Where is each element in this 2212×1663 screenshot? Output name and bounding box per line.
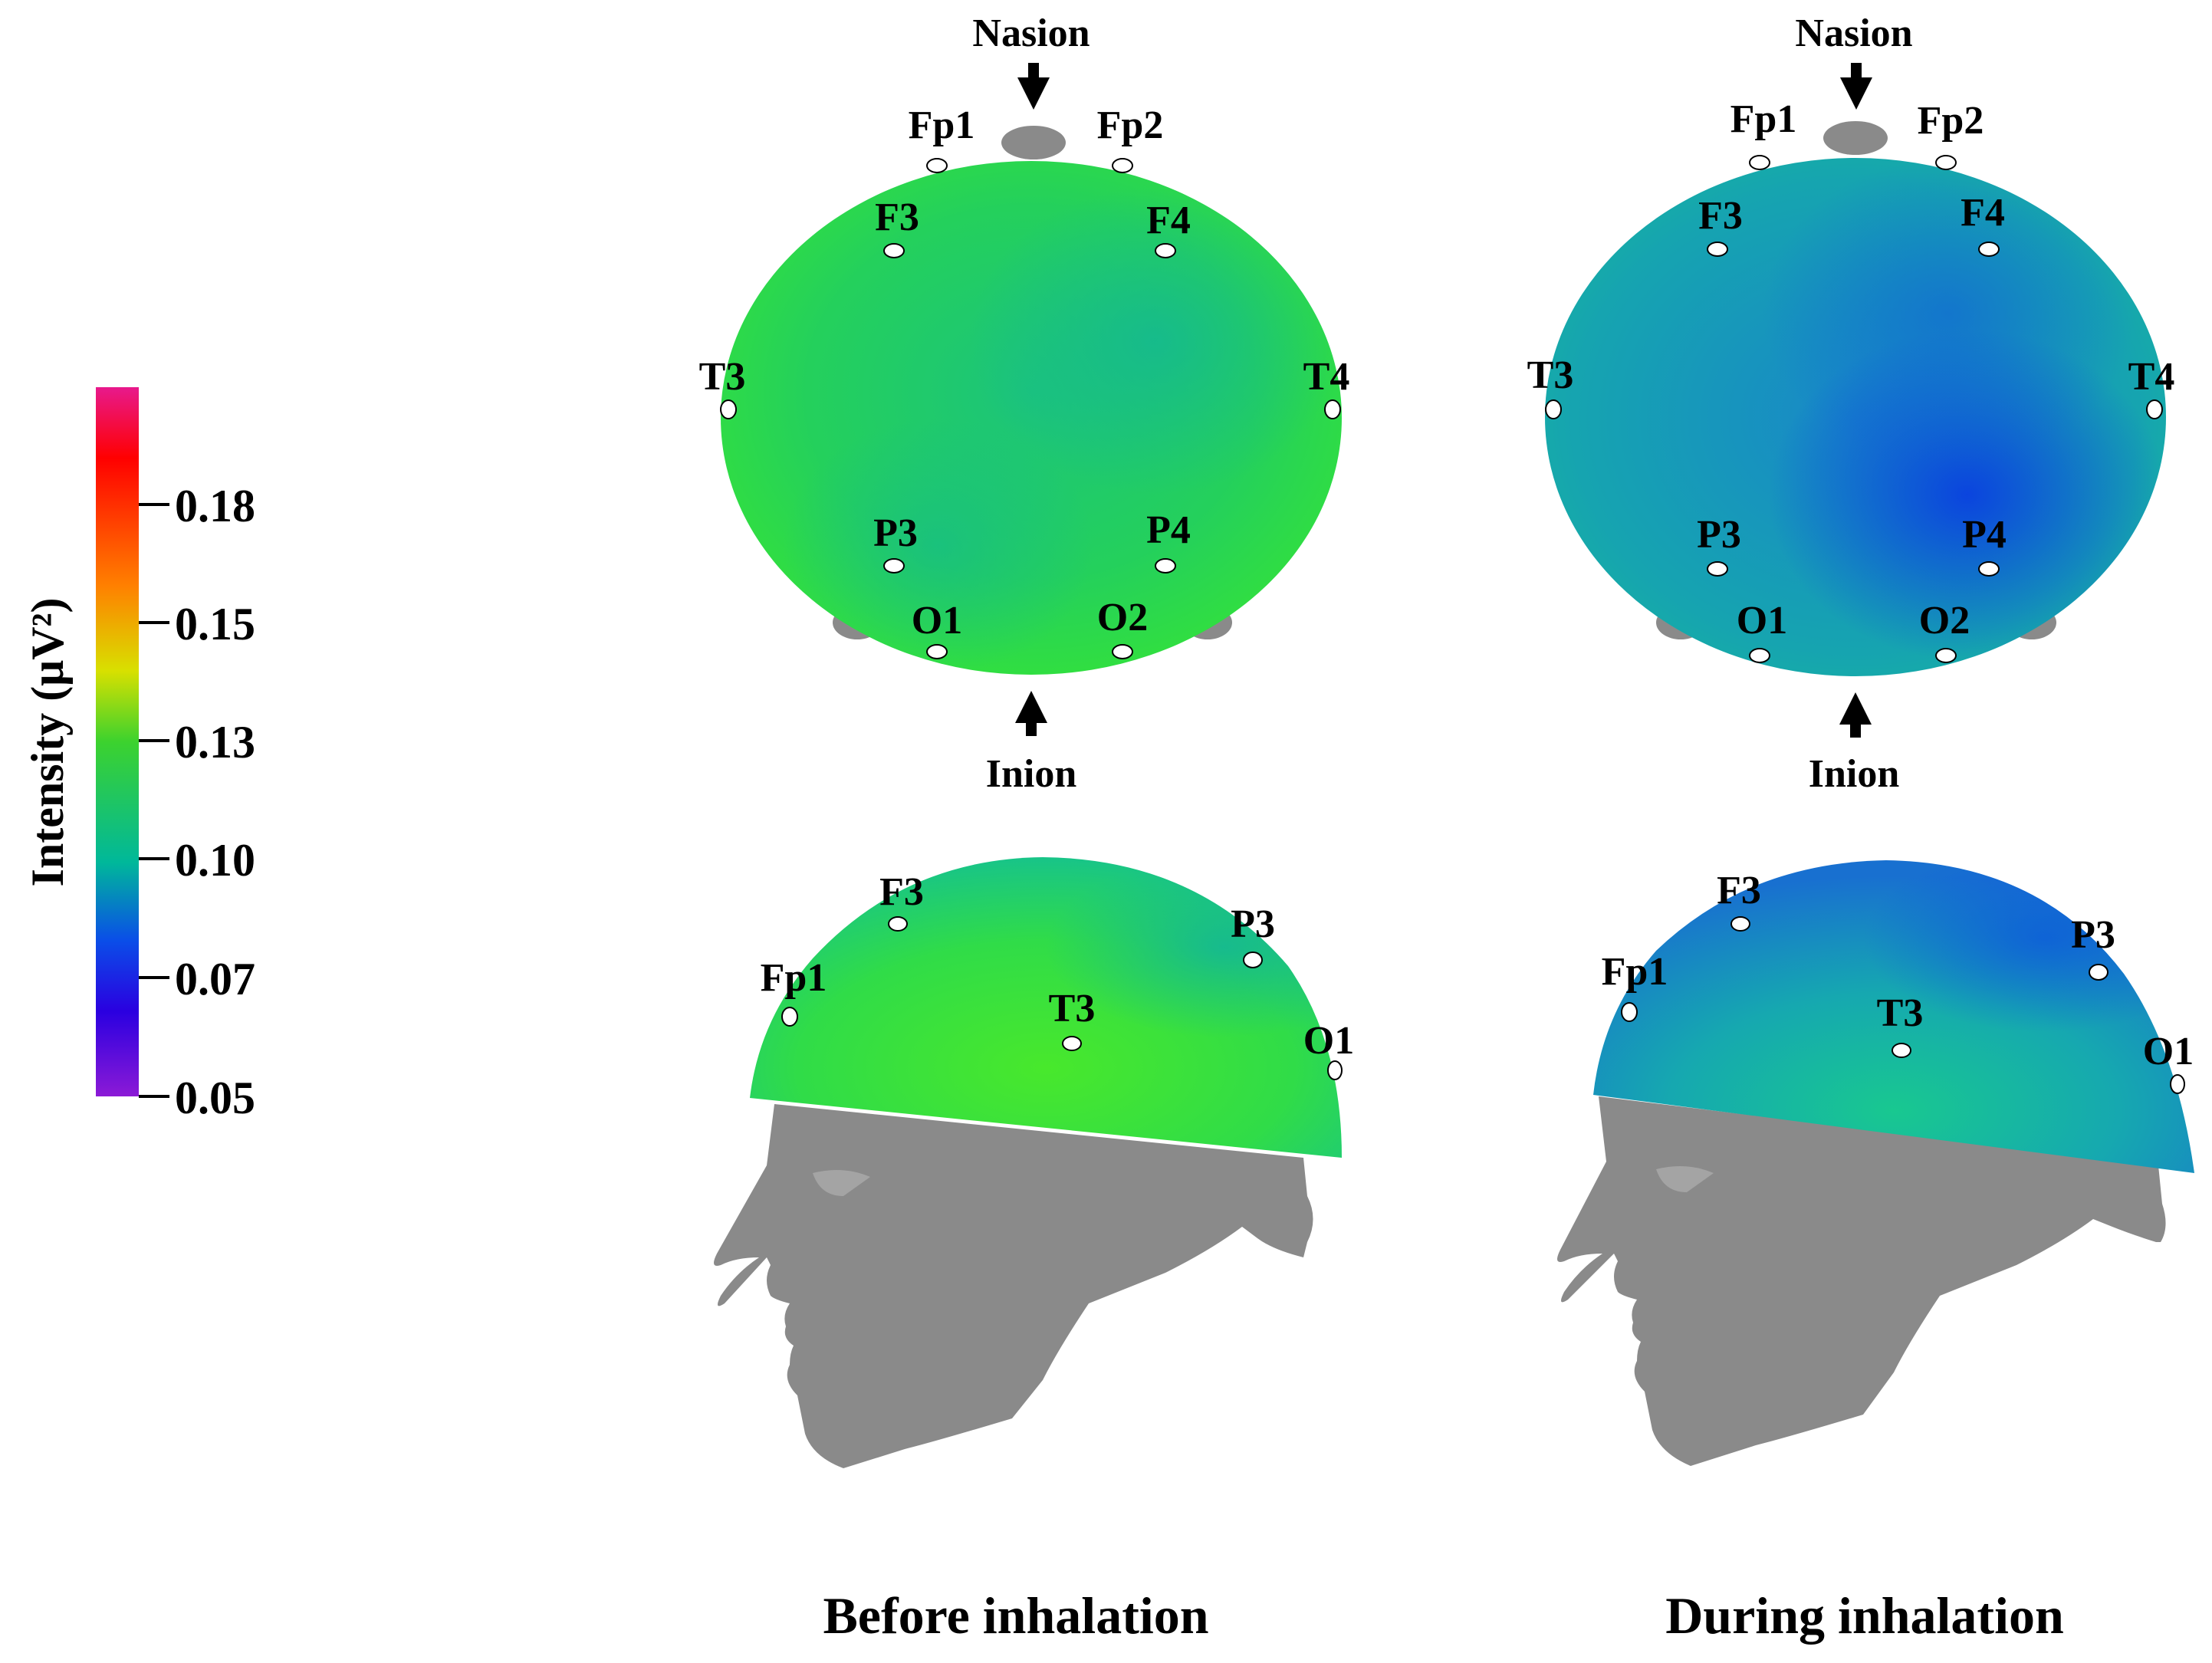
electrode-label: T3 [699, 355, 746, 399]
top-view-head [1545, 121, 2166, 676]
colorbar-tick-label: 0.18 [175, 481, 255, 531]
electrode-marker [1112, 644, 1133, 659]
electrode-label: Fp1 [1602, 950, 1668, 994]
colorbar-title: Intensity (μV²) [22, 598, 73, 887]
condition-label: Before inhalation [823, 1586, 1208, 1645]
electrode-label: F3 [1717, 869, 1761, 912]
top-electrodes: Fp1 Fp2 F3 F4 T3 T4 P3 P4 O1 O2 [1527, 97, 2175, 663]
electrode-label: O1 [1737, 599, 1787, 643]
electrode-label: P4 [1962, 513, 2007, 557]
electrode-marker [1749, 155, 1770, 170]
side-view-head [1557, 860, 2194, 1466]
electrode-marker [2170, 1074, 2185, 1094]
side-electrodes: F3 Fp1 P3 T3 O1 [761, 870, 1354, 1080]
colorbar-tick-label: 0.07 [175, 954, 255, 1004]
electrode-label: Fp1 [761, 956, 827, 1000]
inion-label: Inion [1809, 752, 1900, 796]
electrode-label: O1 [2143, 1030, 2194, 1073]
colorbar: 0.18 0.15 0.13 0.10 0.07 0.05 Intensity … [22, 387, 255, 1123]
side-electrodes: F3 Fp1 P3 T3 O1 [1602, 869, 2194, 1094]
electrode-marker [1935, 648, 1957, 663]
electrode-label: T3 [1527, 353, 1574, 397]
electrode-label: T4 [1303, 355, 1350, 399]
electrode-marker [1730, 916, 1750, 932]
side-view-head [714, 857, 1342, 1468]
head-silhouette [1557, 1096, 2166, 1466]
colorbar-ticks [139, 503, 169, 1098]
electrode-label: Fp2 [1097, 104, 1164, 147]
colorbar-tick-label: 0.05 [175, 1073, 255, 1123]
electrode-marker [1155, 243, 1176, 258]
electrode-label: O2 [1097, 596, 1148, 639]
panel-during-inhalation: Nasion Fp1 Fp2 F3 F4 T3 T4 [1527, 12, 2194, 1645]
electrode-marker [1707, 561, 1728, 577]
electrode-label: F3 [1698, 194, 1743, 238]
electrode-label: P3 [873, 511, 918, 555]
electrode-marker [720, 399, 737, 419]
electrode-marker [1545, 399, 1562, 419]
electrode-marker [883, 243, 905, 258]
electrode-marker [1978, 242, 2000, 257]
electrode-marker [2089, 964, 2108, 981]
electrode-label: T3 [1877, 991, 1924, 1035]
top-electrodes: Fp1 Fp2 F3 F4 T3 T4 P3 P4 O1 O2 [699, 104, 1350, 659]
electrode-label: F4 [1961, 191, 2005, 235]
colorbar-gradient [96, 387, 139, 1096]
electrode-marker [1935, 155, 1957, 170]
panel-before-inhalation: Nasion Fp1 Fp2 F3 F4 T3 [699, 12, 1355, 1645]
colorbar-tick-label: 0.13 [175, 717, 255, 767]
head-silhouette [714, 1104, 1313, 1468]
ear [813, 1170, 870, 1196]
electrode-marker [926, 158, 948, 173]
condition-label: During inhalation [1665, 1586, 2064, 1645]
electrode-marker [1243, 951, 1263, 968]
ear [1656, 1166, 1714, 1192]
electrode-label: F4 [1146, 199, 1191, 242]
electrode-label: O2 [1919, 599, 1970, 643]
electrode-marker [926, 644, 948, 659]
electrode-label: Fp1 [1730, 97, 1797, 141]
electrode-marker [1324, 399, 1341, 419]
nose [1823, 121, 1888, 155]
top-view-head [721, 126, 1342, 675]
electrode-label: O1 [1303, 1019, 1354, 1063]
electrode-label: P3 [1231, 902, 1275, 946]
electrode-marker [1621, 1002, 1638, 1022]
electrode-marker [1155, 558, 1176, 574]
electrode-label: F3 [875, 196, 919, 239]
electrode-label: Fp1 [909, 104, 975, 147]
electrode-marker [1749, 648, 1770, 663]
nasion-label: Nasion [972, 12, 1090, 55]
electrode-label: T3 [1049, 987, 1096, 1030]
electrode-marker [1978, 561, 2000, 577]
electrode-marker [1062, 1036, 1082, 1051]
electrode-label: O1 [912, 599, 962, 643]
nasion-label: Nasion [1795, 12, 1912, 55]
electrode-label: P4 [1146, 508, 1191, 552]
nose [1001, 126, 1066, 159]
electrode-marker [888, 916, 908, 932]
electrode-label: Fp2 [1918, 99, 1984, 143]
colorbar-tick-label: 0.10 [175, 835, 255, 886]
electrode-label: P3 [1697, 513, 1741, 557]
electrode-marker [781, 1007, 798, 1027]
electrode-label: F3 [879, 870, 924, 914]
electrode-label: T4 [2128, 355, 2175, 399]
electrode-label: P3 [2071, 913, 2115, 957]
electrode-marker [1327, 1060, 1343, 1080]
electrode-marker [1707, 242, 1728, 257]
electrode-marker [2146, 399, 2163, 419]
electrode-marker [1892, 1043, 1911, 1058]
electrode-marker [1112, 158, 1133, 173]
colorbar-tick-label: 0.15 [175, 599, 255, 649]
electrode-marker [883, 558, 905, 574]
inion-label: Inion [986, 752, 1077, 796]
